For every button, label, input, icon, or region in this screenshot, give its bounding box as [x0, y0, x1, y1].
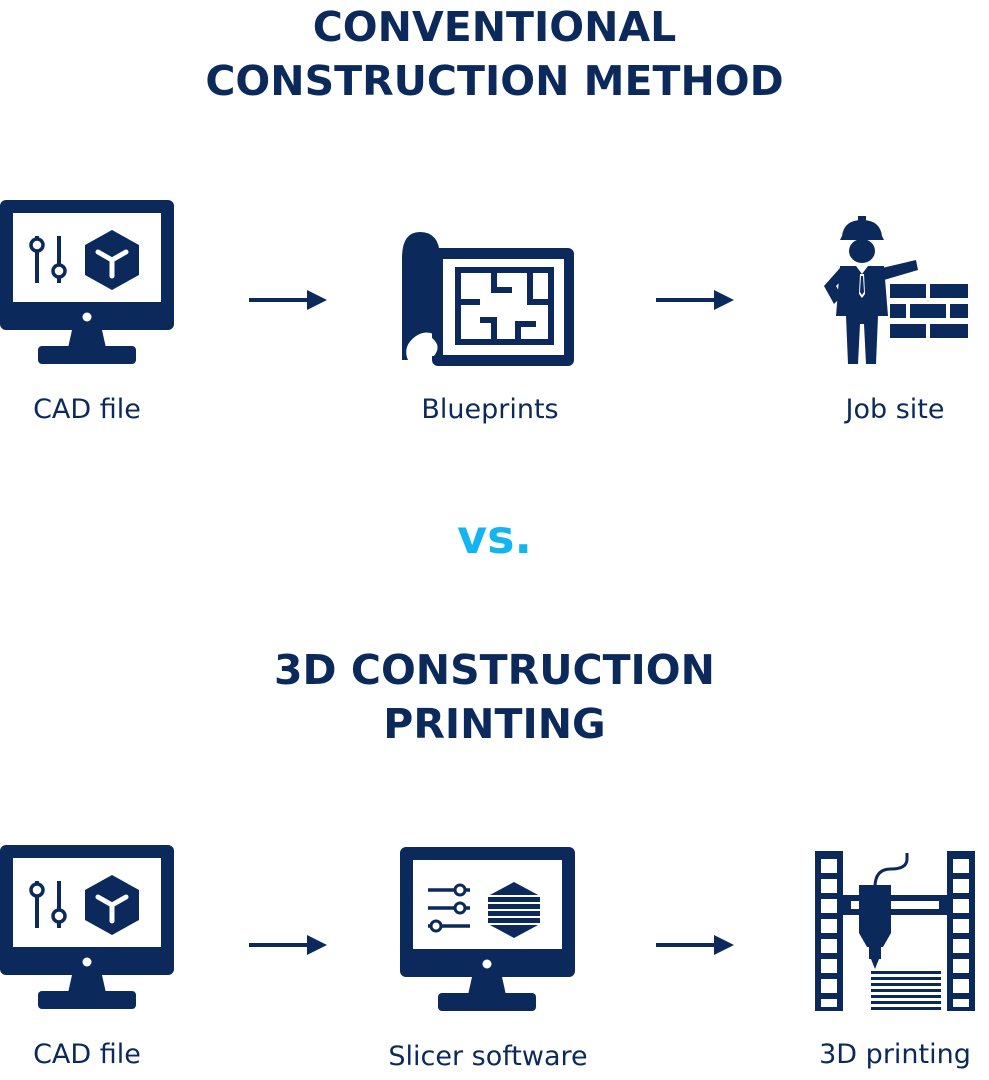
printing-heading-line-1: 3D CONSTRUCTION [274, 646, 715, 694]
arrow-right-icon [656, 935, 734, 955]
printing-heading-line-2: PRINTING [383, 700, 606, 748]
construction-worker-icon [824, 216, 968, 364]
step-label-job-site: Job site [845, 394, 945, 425]
monitor-cad-icon [0, 200, 174, 364]
3d-printer-icon [815, 851, 975, 1011]
step-label-cad-file-2: CAD file [33, 1039, 141, 1070]
printing-heading: 3D CONSTRUCTION PRINTING [0, 643, 989, 751]
arrow-right-icon [656, 290, 734, 310]
conventional-heading-line-1: CONVENTIONAL [312, 3, 677, 51]
step-label-cad-file: CAD file [33, 394, 141, 425]
arrow-right-icon [249, 290, 327, 310]
step-label-blueprints: Blueprints [421, 394, 559, 425]
blueprint-icon [402, 232, 574, 366]
monitor-cad-icon [0, 845, 174, 1009]
step-label-slicer-software: Slicer software [388, 1041, 588, 1072]
monitor-slicer-icon [400, 847, 575, 1011]
step-label-3d-printing: 3D printing [819, 1039, 971, 1070]
versus-label: vs. [457, 510, 532, 564]
arrow-right-icon [249, 935, 327, 955]
conventional-heading: CONVENTIONAL CONSTRUCTION METHOD [0, 0, 989, 108]
conventional-heading-line-2: CONSTRUCTION METHOD [205, 57, 784, 105]
